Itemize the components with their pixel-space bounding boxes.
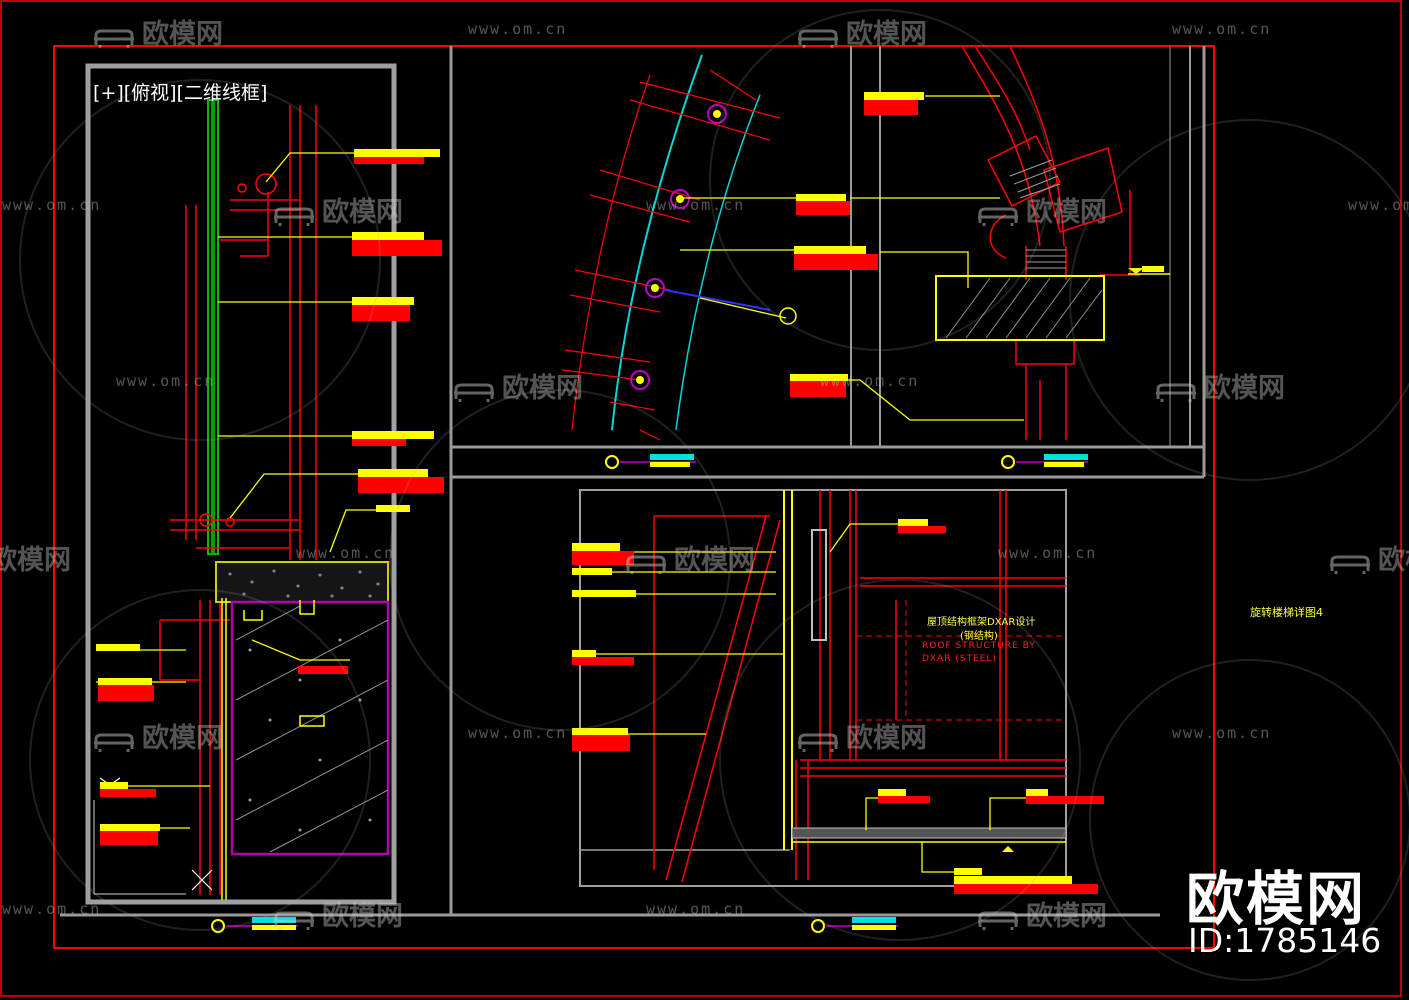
viewport-label[interactable]: [+][俯视][二维线框] bbox=[93, 82, 268, 104]
brand-name: 欧模网 bbox=[1186, 865, 1367, 933]
outer-frame bbox=[53, 45, 1215, 949]
annotation-tags bbox=[96, 92, 1164, 894]
roof-note-cn-1: 屋顶结构框架DXAR设计 bbox=[927, 617, 1036, 628]
panel-dividers bbox=[60, 46, 1206, 917]
annotation-leaders bbox=[96, 95, 1026, 873]
roof-note-en-2: DXAR (STEEL) bbox=[922, 654, 997, 664]
handrail-section bbox=[935, 45, 1170, 440]
roof-note-en-1: ROOF STRUCTURE BY bbox=[922, 641, 1036, 651]
roof-note-cn-2: (钢结构) bbox=[960, 631, 998, 642]
view-title-markers bbox=[211, 454, 1088, 933]
watermark-arcs bbox=[19, 9, 1409, 981]
left-section-detail bbox=[85, 63, 397, 905]
curved-stair-plan bbox=[561, 54, 797, 441]
side-detail-title: 旋转楼梯详图4 bbox=[1250, 606, 1323, 619]
bottom-section-detail bbox=[579, 489, 1067, 887]
model-id: ID:1785146 bbox=[1188, 921, 1382, 960]
